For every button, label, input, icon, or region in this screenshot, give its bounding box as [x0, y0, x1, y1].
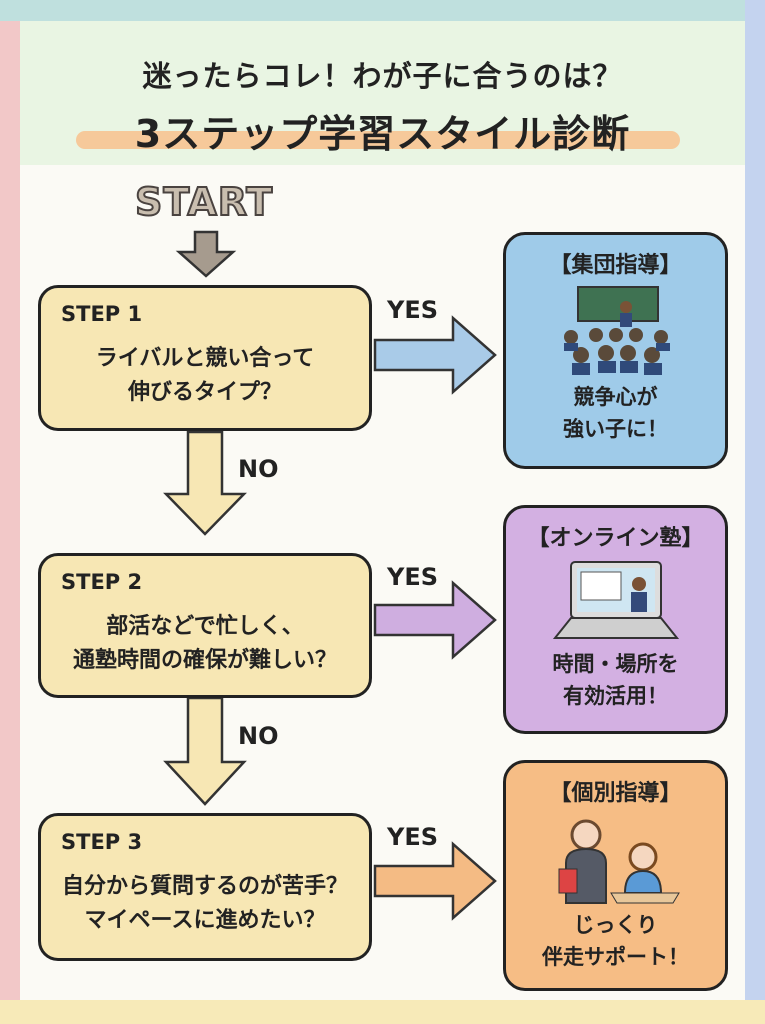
step-label: STEP 1	[61, 302, 143, 326]
result-group-lesson: 【集団指導】 競争心が 強い子に！	[503, 232, 728, 469]
result-line: じっくり	[573, 913, 658, 937]
result-online-school: 【オンライン塾】 時間・場所を 有効活用！	[503, 505, 728, 734]
result-line: 伴走サポート！	[542, 945, 689, 969]
yes-label-1: YES	[387, 296, 439, 324]
left-border	[0, 21, 20, 1001]
no-label-2: NO	[238, 722, 279, 750]
no-arrow-2-icon	[163, 696, 247, 806]
result-title: 【オンライン塾】	[527, 526, 704, 551]
page-title: 3ステップ学習スタイル診断	[134, 112, 631, 156]
bottom-border	[0, 1000, 765, 1024]
yes-label-3: YES	[387, 823, 439, 851]
start-arrow-icon	[175, 230, 237, 278]
subtitle: 迷ったらコレ！わが子に合うのは？	[142, 59, 623, 93]
header: 迷ったらコレ！わが子に合うのは？ 3ステップ学習スタイル診断	[20, 21, 745, 165]
yes-arrow-1-icon	[373, 315, 497, 395]
question-line: 部活などで忙しく、	[106, 614, 304, 639]
result-title: 【集団指導】	[549, 253, 682, 278]
step-label: STEP 3	[61, 830, 143, 854]
tutor-illustration-icon	[558, 819, 680, 904]
question-line: 自分から質問するのが苦手？	[61, 874, 348, 899]
start-label: START	[134, 179, 274, 225]
laptop-illustration-icon	[552, 561, 679, 639]
question-line: マイペースに進めたい？	[84, 908, 326, 933]
result-line: 強い子に！	[563, 417, 668, 441]
result-line: 時間・場所を	[552, 652, 679, 676]
classroom-illustration-icon	[563, 286, 670, 375]
yes-arrow-2-icon	[373, 580, 497, 660]
result-line: 競争心が	[573, 385, 658, 409]
right-border	[745, 0, 765, 1000]
no-arrow-1-icon	[163, 430, 247, 536]
yes-arrow-3-icon	[373, 841, 497, 921]
result-line: 有効活用！	[563, 684, 668, 708]
question-line: 伸びるタイプ？	[127, 380, 282, 405]
step-1-box: STEP 1 ライバルと競い合って伸びるタイプ？	[38, 285, 372, 431]
step-2-box: STEP 2 部活などで忙しく、通塾時間の確保が難しい？	[38, 553, 372, 698]
question-line: 通塾時間の確保が難しい？	[72, 648, 337, 673]
top-border	[0, 0, 765, 21]
result-individual-lesson: 【個別指導】 じっくり 伴走サポート！	[503, 760, 728, 991]
yes-label-2: YES	[387, 563, 439, 591]
no-label-1: NO	[238, 455, 279, 483]
step-label: STEP 2	[61, 570, 143, 594]
step-3-box: STEP 3 自分から質問するのが苦手？ マイペースに進めたい？	[38, 813, 372, 961]
result-title: 【個別指導】	[549, 781, 682, 806]
title-highlight	[76, 131, 680, 149]
question-line: ライバルと競い合って	[95, 346, 315, 371]
